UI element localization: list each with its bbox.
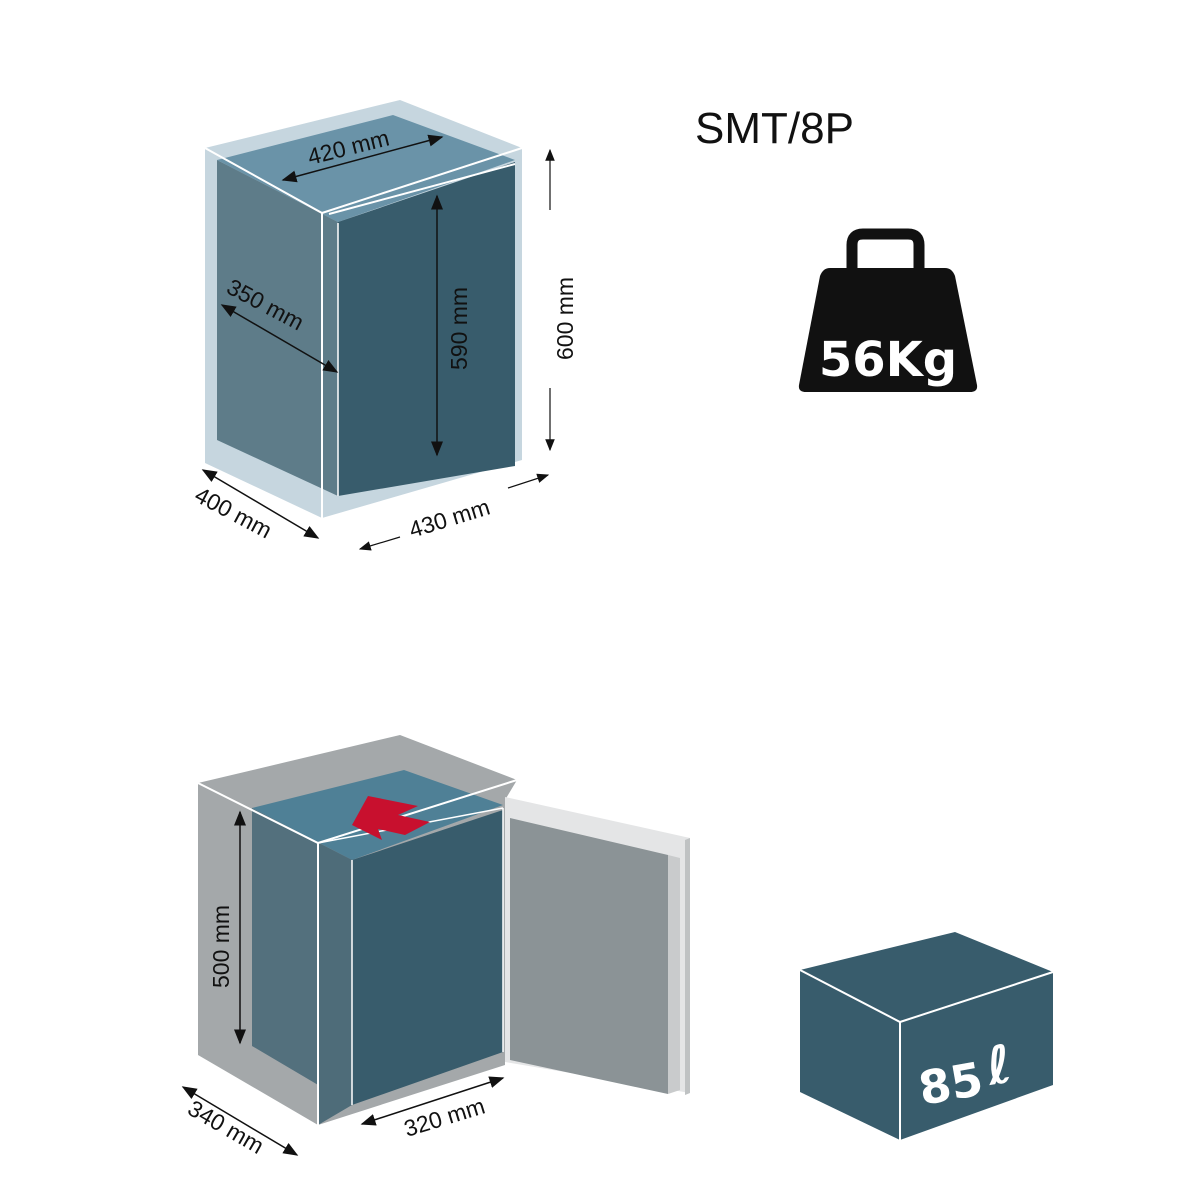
height-label: 600 mm	[552, 277, 578, 360]
inner-height-label: 590 mm	[446, 287, 472, 370]
weight-icon: 56Kg	[798, 228, 978, 392]
model-title: SMT/8P	[695, 104, 854, 153]
width-label: 430 mm	[406, 494, 493, 543]
open-door	[505, 797, 690, 1095]
volume-cube-icon: 85 ℓ	[799, 932, 1054, 1140]
internal-depth-label: 340 mm	[184, 1095, 269, 1159]
internal-safe-illustration: 500 mm 340 mm 320 mm	[181, 735, 690, 1159]
internal-height-label: 500 mm	[208, 905, 234, 988]
weight-label: 56Kg	[819, 332, 957, 388]
volume-label: 85	[915, 1052, 987, 1116]
internal-width-label: 320 mm	[401, 1093, 488, 1142]
red-arrow-icon	[352, 796, 430, 840]
external-safe-illustration: 420 mm 350 mm 590 mm 600 mm 400 mm 430 m…	[191, 100, 578, 551]
depth-label: 400 mm	[191, 481, 277, 543]
